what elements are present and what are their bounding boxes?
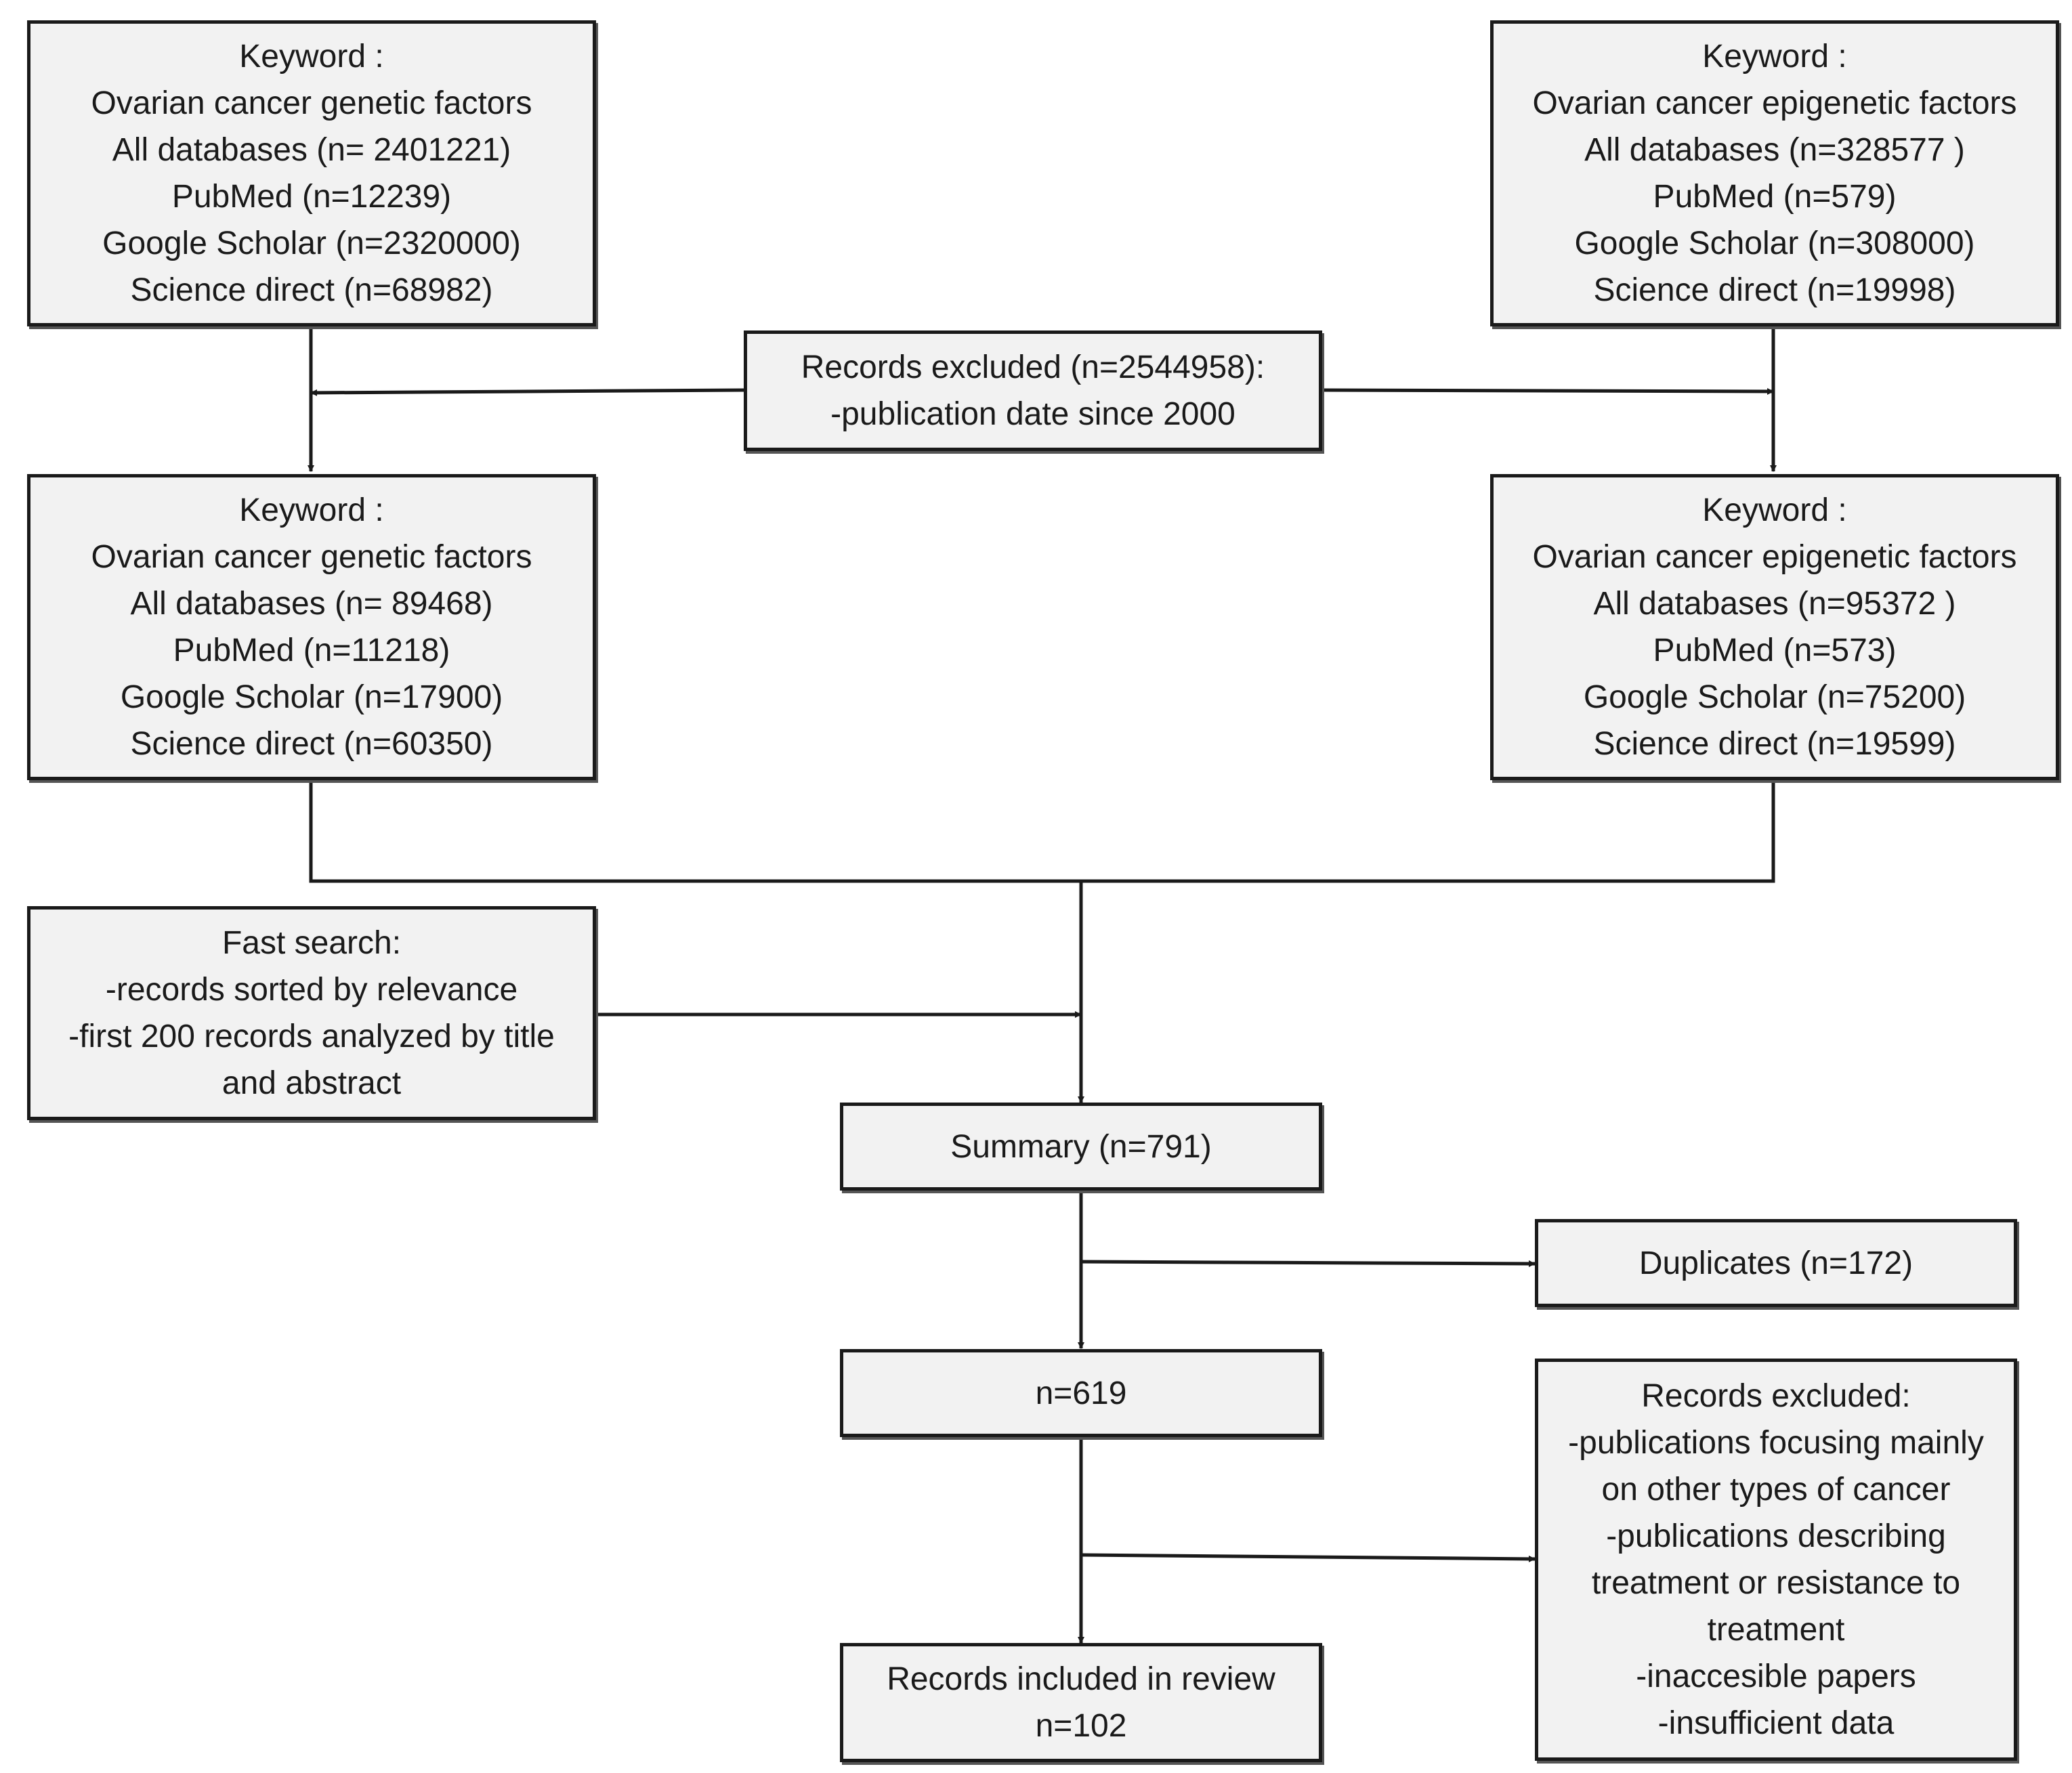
box-line: All databases (n= 2401221) [112,132,511,168]
box-line: Ovarian cancer epigenetic factors [1532,85,2017,121]
box-line: All databases (n=328577 ) [1584,132,1965,168]
box-line: -publications describing [1606,1518,1946,1554]
box-line: Science direct (n=60350) [130,726,493,762]
box-line: Ovarian cancer genetic factors [91,85,532,121]
box-line: PubMed (n=11218) [173,633,450,668]
box-date-exclusion: Records excluded (n=2544958): -publicati… [744,330,1322,451]
box-line: Google Scholar (n=308000) [1574,226,1975,261]
box-line: n=619 [1035,1375,1127,1411]
box-genetic-initial: Keyword : Ovarian cancer genetic factors… [27,20,596,326]
box-epigenetic-filtered: Keyword : Ovarian cancer epigenetic fact… [1490,474,2059,780]
box-included: Records included in review n=102 [840,1643,1322,1762]
box-line: -insufficient data [1657,1705,1895,1741]
arrow-exclusion-left [310,388,744,396]
box-line: Records excluded: [1641,1378,1911,1414]
arrow-exclusion-right [1322,387,1774,395]
box-summary: Summary (n=791) [840,1103,1322,1191]
box-line: PubMed (n=12239) [171,179,452,215]
box-line: and abstract [221,1065,402,1101]
box-line: Keyword : [239,39,384,74]
box-line: Records excluded (n=2544958): [801,349,1265,385]
box-line: Google Scholar (n=2320000) [102,226,521,261]
box-line: Fast search: [221,925,402,961]
box-line: -records sorted by relevance [105,972,518,1008]
arrow-to-duplicates [1080,1260,1536,1267]
box-line: Records included in review [887,1661,1275,1697]
box-line: Summary (n=791) [950,1128,1212,1165]
box-line: treatment or resistance to [1591,1565,1961,1601]
box-duplicates: Duplicates (n=172) [1535,1219,2017,1307]
box-line: Ovarian cancer epigenetic factors [1532,539,2017,575]
merge-line [309,779,1775,883]
box-line: -first 200 records analyzed by title [68,1019,555,1054]
box-line: treatment [1707,1612,1845,1648]
box-line: All databases (n= 89468) [130,586,493,622]
box-genetic-filtered: Keyword : Ovarian cancer genetic factors… [27,474,596,780]
box-line: on other types of cancer [1601,1472,1951,1508]
box-fast-search: Fast search: -records sorted by relevanc… [27,906,596,1120]
box-line: PubMed (n=579) [1653,179,1897,215]
box-line: Keyword : [1702,39,1847,74]
box-line: -publication date since 2000 [830,396,1235,432]
box-line: Science direct (n=19599) [1593,726,1956,762]
box-line: Duplicates (n=172) [1638,1245,1914,1281]
box-line: Science direct (n=19998) [1593,272,1956,308]
box-after-duplicates: n=619 [840,1349,1322,1437]
box-line: Google Scholar (n=17900) [120,679,503,715]
box-line: -inaccesible papers [1636,1659,1916,1694]
box-line: PubMed (n=573) [1653,633,1897,668]
box-final-exclusion: Records excluded: -publications focusing… [1535,1359,2017,1761]
box-line: n=102 [1035,1708,1127,1744]
box-line: Science direct (n=68982) [130,272,493,308]
box-line: Keyword : [1702,492,1847,528]
box-line: Keyword : [239,492,384,528]
box-epigenetic-initial: Keyword : Ovarian cancer epigenetic fact… [1490,20,2059,326]
box-line: All databases (n=95372 ) [1593,586,1956,622]
box-line: -publications focusing mainly [1568,1425,1984,1461]
box-line: Google Scholar (n=75200) [1583,679,1966,715]
arrow-to-final-exclusion [1080,1553,1536,1562]
box-line: Ovarian cancer genetic factors [91,539,532,575]
